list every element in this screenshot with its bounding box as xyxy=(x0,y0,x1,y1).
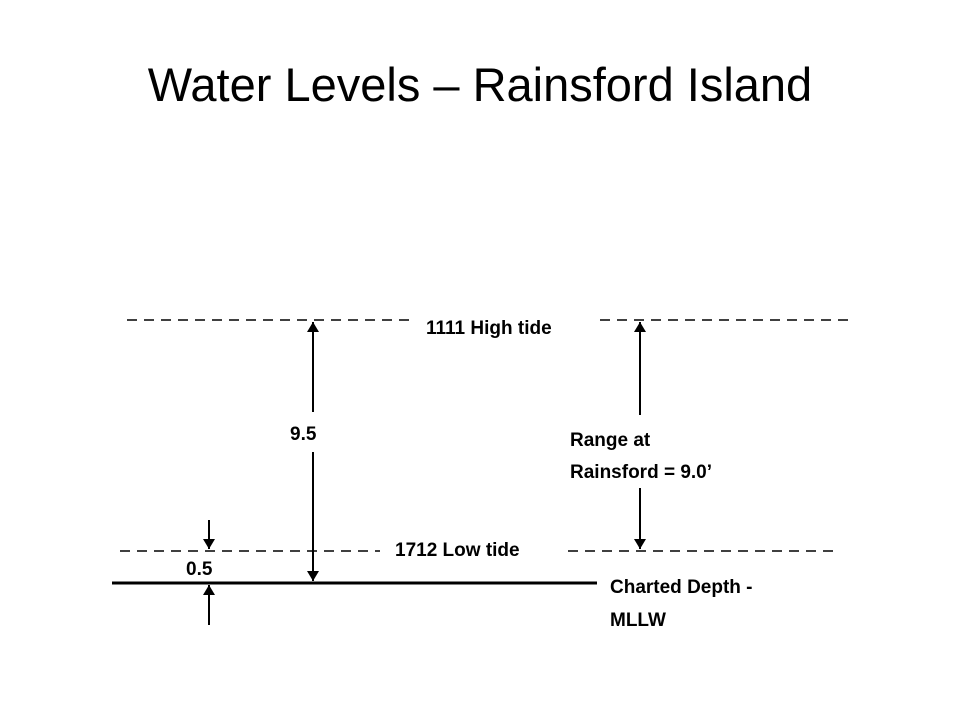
range-label-line2: Rainsford = 9.0’ xyxy=(570,462,712,483)
high-tide-label: 1111 High tide xyxy=(426,318,552,339)
offset-label: 0.5 xyxy=(186,559,213,580)
slide-title: Water Levels – Rainsford Island xyxy=(147,58,813,111)
low-tide-label: 1712 Low tide xyxy=(395,540,520,561)
datum-label-line1: Charted Depth - xyxy=(610,577,753,598)
range-label-line1: Range at xyxy=(570,430,651,451)
datum-label-line2: MLLW xyxy=(610,610,666,631)
height-label: 9.5 xyxy=(290,424,317,445)
